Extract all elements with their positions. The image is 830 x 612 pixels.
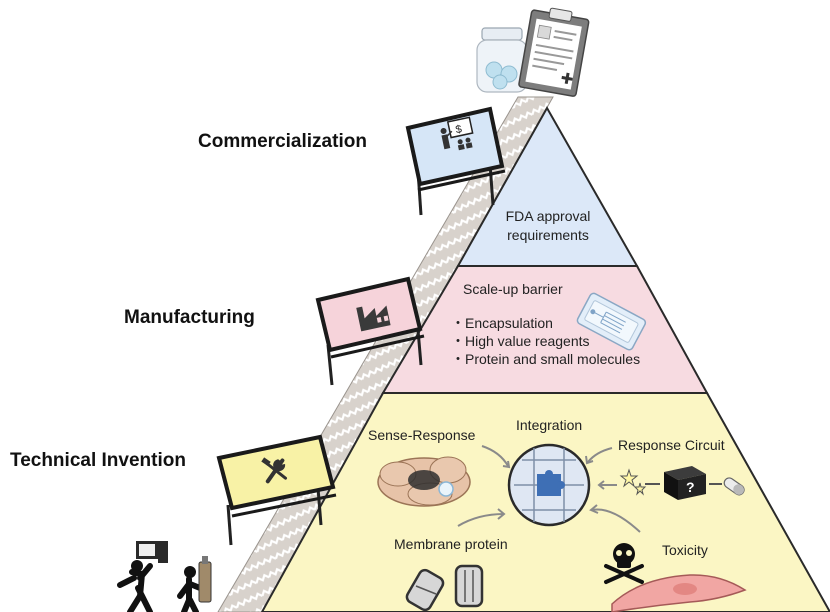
manufacturing-sign — [315, 276, 425, 386]
stage-label-manufacturing: Manufacturing — [124, 307, 255, 328]
bullet-text: High value reagents — [465, 333, 590, 349]
label-toxicity: Toxicity — [662, 542, 708, 558]
bullet-mark: ・ — [451, 351, 465, 367]
commercialization-sign: $ — [405, 106, 506, 216]
bullet-text: Protein and small molecules — [465, 351, 641, 367]
stage-label-technical-invention: Technical Invention — [10, 450, 186, 471]
integration-arrows — [457, 445, 641, 533]
tissue-icon — [377, 456, 471, 507]
bullet-text: Encapsulation — [465, 315, 553, 331]
fda-line-2: requirements — [507, 227, 589, 243]
stars-icon — [619, 468, 647, 496]
bullet-item: ・Encapsulation — [451, 314, 553, 332]
black-box-mark: ? — [686, 479, 695, 495]
label-membrane-protein: Membrane protein — [394, 536, 508, 552]
label-sense-response: Sense-Response — [368, 427, 476, 443]
bullet-item: ・Protein and small molecules — [451, 350, 640, 368]
fda-line-1: FDA approval — [505, 208, 591, 224]
microfluidic-chip-icon — [576, 292, 647, 351]
capsule-icon — [723, 477, 745, 496]
technical-sign — [216, 434, 337, 546]
presentation-icon: $ — [440, 116, 474, 151]
bullet-mark: ・ — [451, 333, 465, 349]
scale-up-title: Scale-up barrier — [463, 281, 563, 297]
skull-icon — [604, 543, 644, 584]
stage-label-commercialization: Commercialization — [198, 131, 367, 152]
puzzle-icon — [507, 443, 591, 527]
bullet-mark: ・ — [451, 315, 465, 331]
membrane-protein-icon — [405, 564, 484, 612]
label-response-circuit: Response Circuit — [618, 437, 725, 453]
black-box-icon: ? — [664, 466, 706, 500]
scientist-figures-icon — [117, 541, 212, 612]
clipboard-icon — [518, 7, 590, 97]
label-integration: Integration — [516, 417, 583, 433]
bullet-item: ・High value reagents — [451, 332, 590, 350]
svg-text:$: $ — [454, 123, 462, 136]
tools-icon — [261, 457, 288, 484]
factory-icon — [356, 305, 391, 332]
cell-icon — [611, 574, 747, 612]
